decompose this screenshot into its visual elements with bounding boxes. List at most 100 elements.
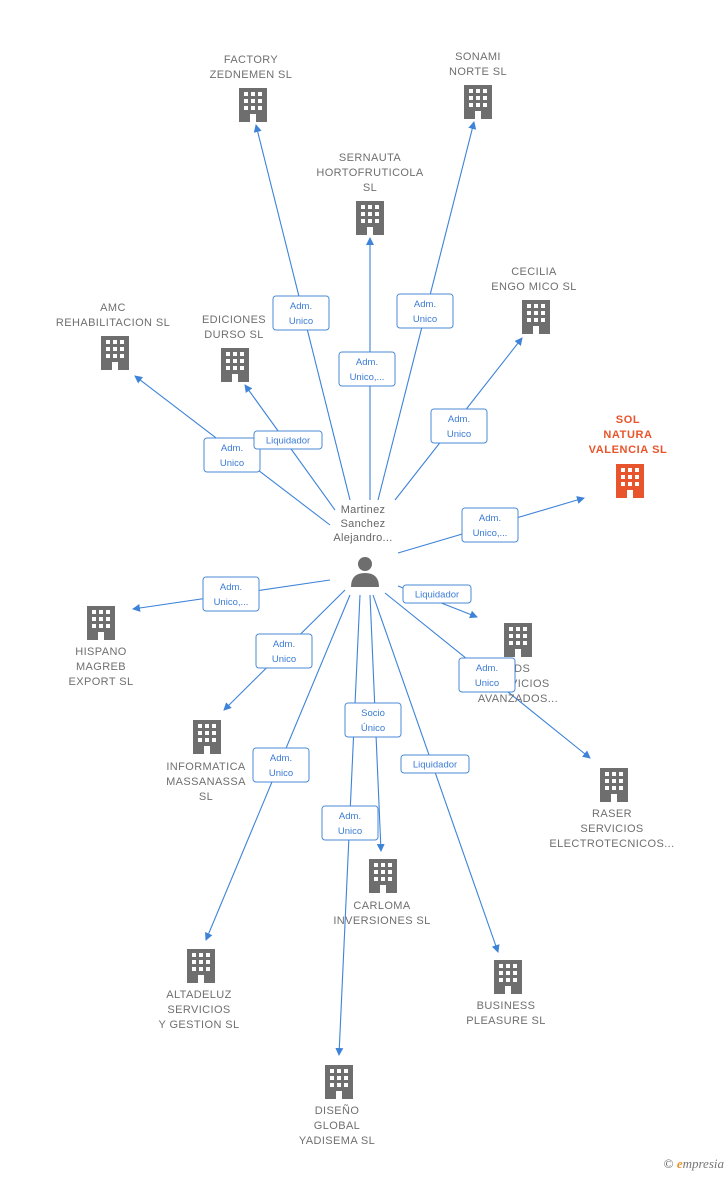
edge-label-hispano[interactable]: Adm. Unico,... (202, 576, 260, 612)
edge-label-text: Unico (220, 458, 244, 469)
edge-label-cecilia[interactable]: Adm.Unico (430, 408, 488, 444)
building-icon (504, 623, 532, 657)
person-name-line: Martinez (341, 504, 386, 516)
edge-label-box (461, 507, 519, 543)
person-icon (351, 557, 379, 587)
edge-label-sonami[interactable]: Adm. Unico (396, 293, 454, 329)
company-label-line: NATURA (603, 429, 652, 441)
company-label-line: SERNAUTA (339, 152, 402, 164)
company-label-line: VALENCIA SL (589, 444, 668, 456)
company-node-informatica[interactable]: INFORMATICA MASSANASSA SL (166, 720, 246, 803)
company-label-line: HORTOFRUTICOLA (316, 167, 424, 179)
edge-label-factory[interactable]: Adm.Unico (272, 295, 330, 331)
company-label-line: SONAMI (455, 51, 501, 63)
company-label-line: NORTE SL (449, 66, 507, 78)
edge-label-informatica[interactable]: Adm.Unico (255, 633, 313, 669)
edge-label-amc[interactable]: Adm.Unico (203, 437, 261, 473)
edge-label-box (430, 408, 488, 444)
building-icon (600, 768, 628, 802)
building-icon (522, 300, 550, 334)
edge-label-box (321, 805, 379, 841)
building-icon (101, 336, 129, 370)
edge-label-box (255, 633, 313, 669)
company-label-line: MASSANASSA (166, 776, 246, 788)
company-label-line: MAGREB (76, 661, 126, 673)
edge-label-text: Adm. (479, 513, 501, 524)
edge-label-text: Unico (338, 826, 362, 837)
center-node[interactable]: MartinezSanchezAlejandro... (333, 504, 392, 587)
edge-label-text: Unico (475, 678, 499, 689)
brand-initial: e (676, 1156, 683, 1171)
edge-label-diseno[interactable]: Adm. Unico (321, 805, 379, 841)
edge-label-box (396, 293, 454, 329)
company-label-line: HISPANO (75, 646, 127, 658)
company-label-line: SERVICIOS (580, 823, 643, 835)
edge-label-text: Adm. (356, 357, 378, 368)
company-label-line: PLEASURE SL (466, 1015, 546, 1027)
company-label-line: EXPORT SL (69, 676, 134, 688)
edge-label-ediciones[interactable]: Liquidador (253, 430, 323, 450)
company-label-line: ALTADELUZ (166, 989, 232, 1001)
company-node-solnatura[interactable]: SOL NATURA VALENCIA SL (589, 414, 668, 498)
edge-label-business[interactable]: Liquidador (400, 754, 470, 774)
company-node-hispano[interactable]: HISPANO MAGREB EXPORT SL (69, 606, 134, 688)
building-icon (464, 85, 492, 119)
edge-labels-layer: Adm.UnicoAdm.Unico,...Adm.UnicoAdm.Unico… (202, 293, 519, 841)
company-label-line: DISEÑO (315, 1104, 360, 1117)
building-icon (494, 960, 522, 994)
edge-label-text: Socio (361, 708, 385, 719)
edge-label-box (344, 702, 402, 738)
edge-label-box (458, 657, 516, 693)
company-label-line: DURSO SL (204, 329, 263, 341)
edge-label-sernauta[interactable]: Adm.Unico,... (338, 351, 396, 387)
company-label-line: ENGO MICO SL (491, 281, 576, 293)
company-node-cecilia[interactable]: CECILIA ENGO MICO SL (491, 266, 576, 334)
edge-label-box (253, 430, 323, 450)
building-icon (616, 464, 644, 498)
person-name-line: Sanchez (341, 518, 386, 530)
edge-label-box (202, 576, 260, 612)
company-node-raser[interactable]: RASERSERVICIOSELECTROTECNICOS... (549, 768, 674, 850)
building-icon (369, 859, 397, 893)
edge-label-text: Adm. (220, 582, 242, 593)
edge-label-altadeluz[interactable]: Adm.Unico (252, 747, 310, 783)
company-node-diseno[interactable]: DISEÑO GLOBAL YADISEMA SL (299, 1065, 375, 1147)
company-label-line: SL (199, 791, 213, 803)
company-label-line: AVANZADOS... (478, 693, 558, 705)
edge-label-text: Adm. (273, 639, 295, 650)
edge-label-text: Adm. (414, 299, 436, 310)
edge-label-text: Unico,... (214, 597, 249, 608)
edge-label-box (272, 295, 330, 331)
copyright-symbol: © (663, 1156, 674, 1171)
company-label-line: YADISEMA SL (299, 1135, 375, 1147)
brand-logo[interactable]: empresia (677, 1156, 724, 1171)
edge-label-text: Liquidador (415, 590, 459, 601)
company-label-line: GLOBAL (314, 1120, 360, 1132)
edge-label-text: Adm. (476, 663, 498, 674)
building-icon (356, 201, 384, 235)
edge-label-text: Liquidador (266, 436, 310, 447)
company-node-ediciones[interactable]: EDICIONES DURSO SL (202, 314, 266, 382)
edge-label-raser[interactable]: Adm. Unico (458, 657, 516, 693)
edge-label-text: Adm. (339, 811, 361, 822)
company-label-line: ZEDNEMEN SL (210, 69, 293, 81)
edge-label-text: Unico (413, 314, 437, 325)
company-label-line: CECILIA (511, 266, 557, 278)
company-label-line: SOL (616, 414, 640, 426)
company-label-line: Y GESTION SL (158, 1019, 239, 1031)
edge-label-solnatura[interactable]: Adm.Unico,... (461, 507, 519, 543)
edge-label-rds[interactable]: Liquidador (402, 584, 472, 604)
company-label-line: INFORMATICA (166, 761, 246, 773)
company-label-line: EDICIONES (202, 314, 266, 326)
edge-label-box (338, 351, 396, 387)
company-node-sonami[interactable]: SONAMI NORTE SL (449, 51, 507, 119)
footer-credit: © empresia (664, 1156, 724, 1172)
